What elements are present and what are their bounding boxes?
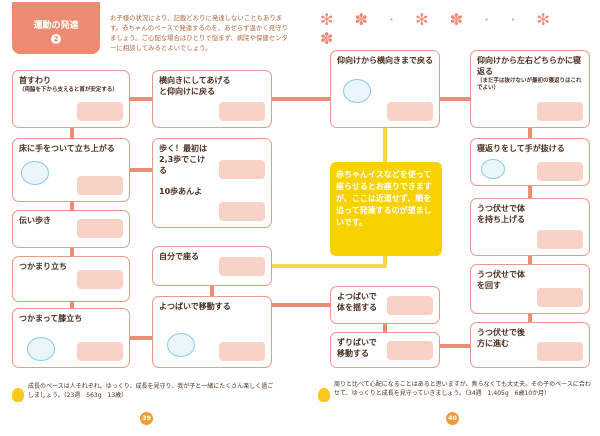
stamp-area[interactable] xyxy=(219,102,265,121)
flower-decoration: ✻ ✽ · ✻ ✽ · · ✻ ✽ xyxy=(320,10,558,48)
stamp-area[interactable] xyxy=(219,257,265,276)
connector xyxy=(440,344,470,348)
section-number: 2 xyxy=(51,34,61,44)
connector xyxy=(70,302,74,308)
stamp-area[interactable] xyxy=(77,270,123,289)
milestone-back: うつ伏せで後方に進む xyxy=(470,322,590,368)
connector xyxy=(528,128,532,138)
milestone-stand-floor: 床に手をついて立ち上がる xyxy=(12,138,130,202)
connector xyxy=(440,97,470,101)
footer-note-right: 周りと比べて心配になることはあると思いますが、焦らなくても大丈夫。その子のペース… xyxy=(334,381,591,397)
stamp-area[interactable] xyxy=(77,219,123,238)
stamp-area[interactable] xyxy=(77,102,123,121)
yellow-connector xyxy=(272,264,387,268)
milestone-roll-back: 横向きにしてあげると仰向けに戻る xyxy=(152,70,272,128)
milestone-rock: よつばいで体を揺する xyxy=(330,286,440,324)
yellow-connector xyxy=(383,256,387,268)
baby-illustration xyxy=(21,161,49,185)
milestone-sit: 自分で座る xyxy=(152,246,272,286)
note-shortcut: 赤ちゃんイスなどを使って座らせるとお座りできますが、ここは近道せず、順を追って発… xyxy=(330,162,442,256)
stamp-area[interactable] xyxy=(537,342,583,361)
milestone-cruise: 伝い歩き xyxy=(12,210,130,248)
stamp-area[interactable] xyxy=(387,341,433,360)
stamp-area[interactable] xyxy=(387,296,433,315)
stamp-area[interactable] xyxy=(219,160,265,179)
milestone-crawl: よつばいで移動する xyxy=(152,296,272,368)
baby-illustration xyxy=(343,79,371,103)
stamp-area[interactable] xyxy=(537,102,583,121)
stamp-area[interactable] xyxy=(77,176,123,195)
yellow-connector xyxy=(383,128,387,162)
milestone-pull-stand: つかまり立ち xyxy=(12,256,130,302)
chick-icon xyxy=(12,388,24,402)
milestone-neck: 首すわり（両脇を下から支えると首が安定する） xyxy=(12,70,130,128)
stamp-area[interactable] xyxy=(537,288,583,307)
connector xyxy=(70,248,74,256)
milestone-back-side: 仰向けから横向きまで戻る xyxy=(330,50,440,128)
connector xyxy=(130,336,152,340)
connector xyxy=(70,202,74,210)
milestone-scoot: ずりばいで移動する xyxy=(330,332,440,368)
connector xyxy=(528,186,532,198)
connector xyxy=(130,97,152,101)
intro-text: お子様の状況により、記載どおりに発達しないこともあります。赤ちゃんのペースで発達… xyxy=(110,14,288,52)
footer-note-left: 成長のペースは人それぞれ。ゆっくり、成長を見守り、我が子と一緒にたくさん楽しく過… xyxy=(28,383,274,399)
stamp-area[interactable] xyxy=(387,102,433,121)
connector xyxy=(130,168,152,172)
stamp-area[interactable] xyxy=(537,230,583,249)
milestone-kneel: つかまって膝立ち xyxy=(12,308,130,368)
stamp-area[interactable] xyxy=(219,342,265,361)
stamp-area[interactable] xyxy=(219,202,265,221)
chick-icon xyxy=(318,388,330,402)
connector xyxy=(210,286,214,296)
stamp-area[interactable] xyxy=(537,162,583,181)
baby-illustration xyxy=(27,337,55,361)
milestone-turn: うつ伏せで体を回す xyxy=(470,264,590,314)
baby-illustration xyxy=(167,333,195,357)
connector xyxy=(272,303,330,307)
stamp-area[interactable] xyxy=(77,342,123,361)
connector xyxy=(528,256,532,264)
page-number-right: 40 xyxy=(446,412,459,425)
baby-illustration xyxy=(481,159,505,179)
milestone-roll-over: 仰向けから左右どちらかに寝返る（まだ手は抜けないが最初の寝返りはこれでよい） xyxy=(470,50,590,128)
connector xyxy=(383,324,387,332)
connector xyxy=(70,128,74,138)
milestone-lift: うつ伏せで体を持ち上げる xyxy=(470,198,590,256)
connector xyxy=(528,314,532,322)
page-number-left: 39 xyxy=(140,412,153,425)
milestone-hand-out: 寝返りをして手が抜ける xyxy=(470,138,590,186)
connector xyxy=(272,97,330,101)
